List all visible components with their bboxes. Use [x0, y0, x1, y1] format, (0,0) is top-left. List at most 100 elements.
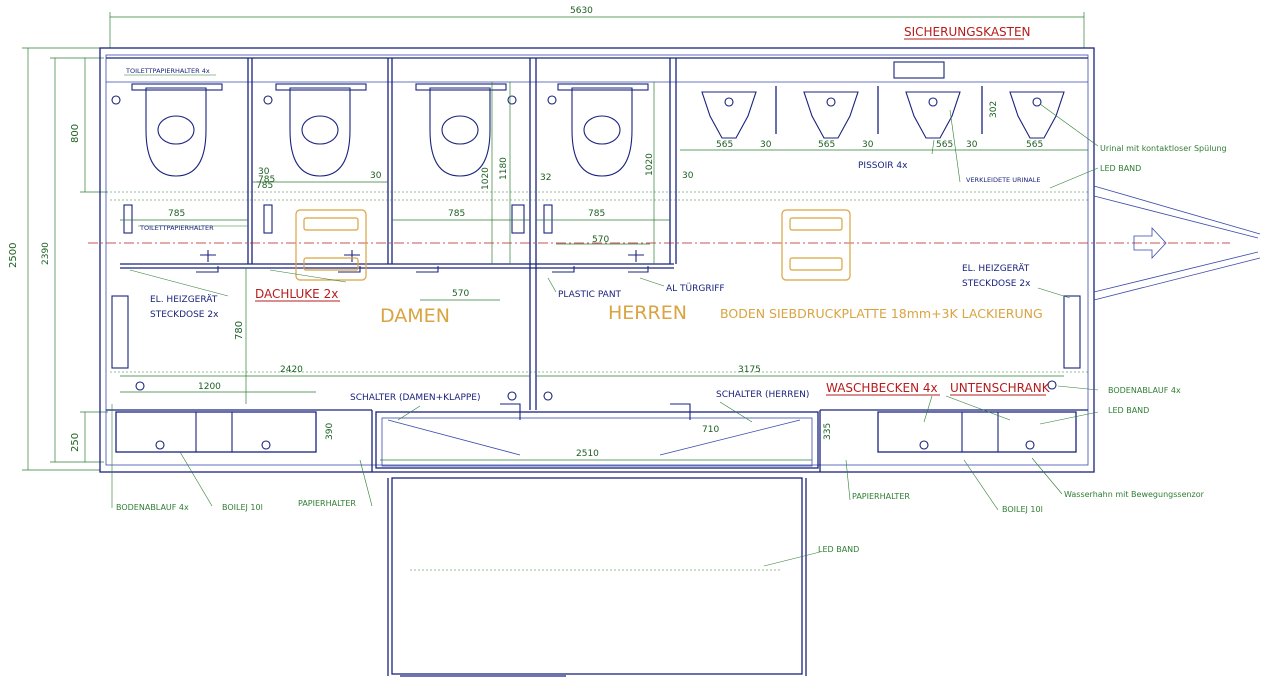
- urinals: [701, 61, 1065, 139]
- roof-hatch-icon: [295, 209, 367, 281]
- label-verkleidete-urinale: VERKLEIDETE URINALE: [966, 176, 1040, 184]
- entrance-platform: [375, 403, 819, 677]
- label-schalter-damen: SCHALTER (DAMEN+KLAPPE): [350, 393, 481, 403]
- label-urinal-spuelung: Urinal mit kontaktloser Spülung: [1100, 144, 1227, 153]
- drain-icon: [543, 391, 553, 401]
- door-handle-icon: [628, 250, 649, 273]
- dim-stall-1: 785: [168, 209, 185, 219]
- dim-urinal-302: 302: [989, 101, 999, 118]
- label-plastic-pant: PLASTIC PANT: [558, 290, 622, 300]
- toilet-icon: [557, 83, 649, 177]
- label-boilej-right: BOILEJ 10l: [1002, 505, 1043, 514]
- tap-icon: [1025, 440, 1035, 450]
- label-papierhalter-left: PAPIERHALTER: [298, 499, 356, 508]
- door-handle-icon: [338, 250, 361, 273]
- room-label-damen: DAMEN: [380, 305, 450, 327]
- drain-icon: [135, 381, 145, 391]
- dim-cabin-depth: 800: [70, 124, 81, 143]
- drain-icon: [263, 95, 273, 105]
- toilet-icon: [275, 83, 367, 177]
- label-papierhalter-right: PAPIERHALTER: [852, 492, 910, 501]
- paper-holder-icon: [511, 204, 525, 234]
- dim-entrance-335: 335: [823, 423, 833, 440]
- dim-urinal-gap-a: 30: [760, 140, 772, 150]
- tap-icon: [261, 440, 271, 450]
- dim-h-1020b: 1020: [645, 153, 655, 176]
- dim-basin: 1200: [198, 382, 221, 392]
- dim-stall-3: 785: [448, 209, 465, 219]
- door-handle-icon: [552, 266, 575, 273]
- dim-total-height: 2500: [8, 243, 19, 268]
- drawbar: [1093, 185, 1261, 301]
- label-papierhalter-mid: TOILETTPAPIERHALTER: [139, 224, 214, 232]
- fuse-box-icon: [893, 61, 945, 79]
- heater-icon: [111, 295, 129, 369]
- dim-stall-2: 785: [258, 175, 275, 185]
- label-heizgeraet-right-1: EL. HEIZGERÄT: [962, 263, 1030, 274]
- direction-arrow-icon: [1133, 226, 1167, 260]
- dim-urinal-b: 565: [818, 140, 835, 150]
- dim-gap-32: 32: [540, 173, 551, 183]
- dim-inner-height: 2390: [41, 242, 51, 265]
- door-handle-icon: [196, 250, 219, 273]
- paper-holder-icon: [543, 204, 553, 234]
- dim-gap-30a: 30: [258, 167, 270, 177]
- container-walls: [99, 47, 1095, 473]
- toilet-icon: [415, 83, 507, 177]
- switch-icon: [670, 403, 691, 420]
- dim-damen: 2420: [280, 365, 303, 375]
- heater-icon: [1063, 295, 1081, 369]
- label-pissoir: PISSOIR 4x: [858, 161, 908, 171]
- label-dachluke: DACHLUKE 2x: [255, 287, 338, 301]
- label-waschbecken: WASCHBECKEN 4x: [826, 381, 938, 395]
- drain-icon: [507, 391, 517, 401]
- label-papierhalter-top: TOILETTPAPIERHALTER 4x: [125, 67, 210, 75]
- label-wasserhahn: Wasserhahn mit Bewegungssenzor: [1064, 490, 1205, 499]
- room-label-herren: HERREN: [608, 302, 687, 324]
- roof-hatch-icon: [781, 209, 851, 281]
- dim-h-1180: 1180: [499, 157, 509, 180]
- urinal-icon: [803, 91, 859, 139]
- dim-urinal-gap-b: 30: [862, 140, 874, 150]
- dim-mid-depth: 780: [234, 321, 245, 340]
- dim-basin-depth: 250: [70, 433, 81, 452]
- tap-icon: [155, 440, 165, 450]
- tap-icon: [919, 440, 929, 450]
- label-tuergriff: AL TÜRGRIFF: [666, 283, 725, 294]
- dim-stall-4: 785: [588, 209, 605, 219]
- internal-dimensions: 785 785 785 785 30 30 32 30 785 570 570 …: [120, 82, 1088, 461]
- dim-total-length: 5630: [570, 6, 593, 16]
- label-heizgeraet-left-1: EL. HEIZGERÄT: [150, 294, 218, 305]
- label-unterschrank: UNTENSCHRANK: [950, 381, 1051, 395]
- dim-urinal-gap-c: 30: [966, 140, 978, 150]
- label-boilej-left: BOILEJ 10l: [222, 503, 263, 512]
- dim-herren: 3175: [738, 365, 761, 375]
- overall-dimensions: 5630 2500 2390 800 250: [8, 6, 1085, 471]
- dim-stall-5: 785: [256, 181, 273, 191]
- drain-icon: [1047, 380, 1057, 390]
- label-led-band-bottom: LED BAND: [818, 545, 859, 554]
- label-led-band-right: LED BAND: [1108, 406, 1149, 415]
- paper-holder-icon: [263, 204, 273, 234]
- door-handle-icon: [416, 266, 439, 273]
- paper-holder-icon: [123, 204, 133, 234]
- dim-urinal-c: 565: [936, 140, 953, 150]
- dim-urinal-d: 565: [1026, 140, 1043, 150]
- drain-icon: [507, 95, 517, 105]
- dim-entrance: 2510: [576, 449, 599, 459]
- label-heizgeraet-right-2: STECKDOSE 2x: [962, 279, 1031, 289]
- urinal-icon: [701, 91, 757, 139]
- label-boden: BODEN SIEBDRUCKPLATTE 18mm+3K LACKIERUNG: [720, 306, 1043, 321]
- label-led-band-top: LED BAND: [1100, 164, 1141, 173]
- toilet-cabins: [111, 83, 649, 273]
- dim-urinal-a: 565: [716, 140, 733, 150]
- dim-gap-30c: 30: [682, 171, 694, 181]
- drain-icon: [547, 95, 557, 105]
- label-bodenablauf-right: BODENABLAUF 4x: [1108, 386, 1181, 395]
- label-schalter-herren: SCHALTER (HERREN): [716, 390, 809, 400]
- label-sicherungskasten: SICHERUNGSKASTEN: [904, 25, 1031, 39]
- dim-door-a: 570: [452, 289, 469, 299]
- urinal-icon: [1009, 91, 1065, 139]
- annotations: SICHERUNGSKASTEN TOILETTPAPIERHALTER 4x …: [116, 25, 1227, 554]
